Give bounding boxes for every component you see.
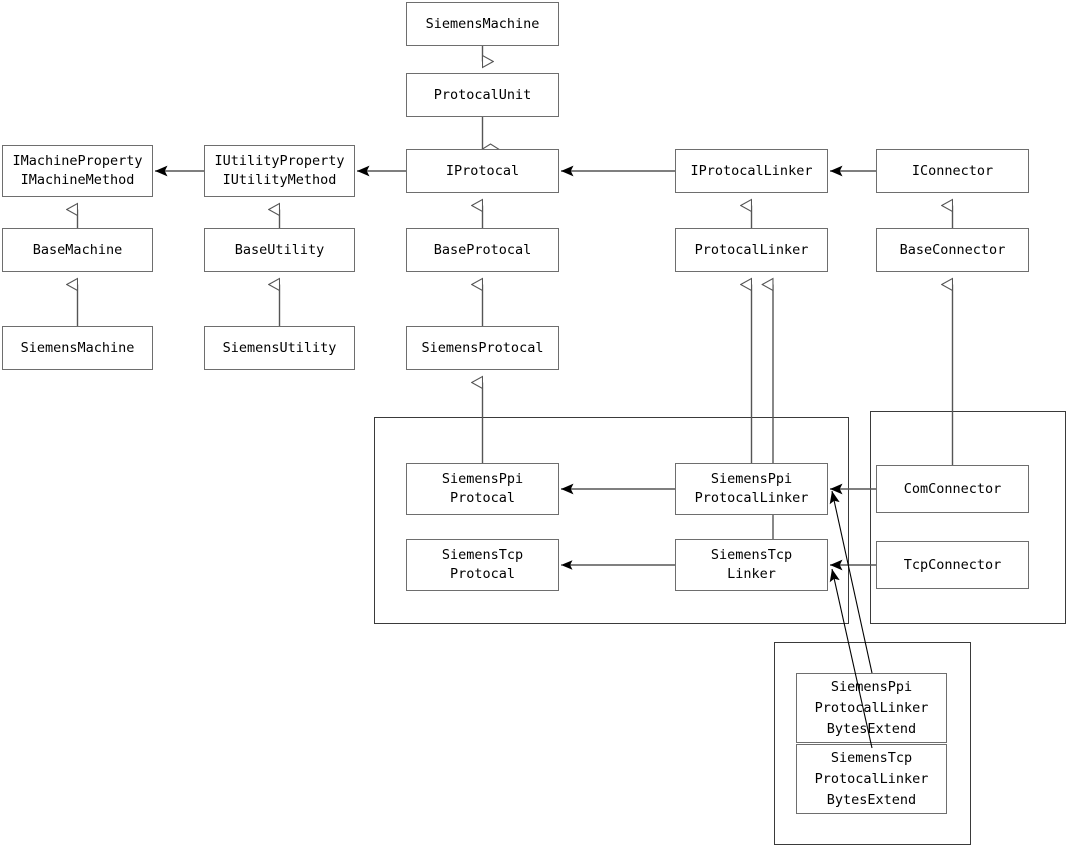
node-siemensppiprotocallinker[interactable]: SiemensPpi ProtocalLinker <box>675 463 828 515</box>
node-baseconnector[interactable]: BaseConnector <box>876 228 1029 272</box>
node-imachine-interface[interactable]: IMachineProperty IMachineMethod <box>2 145 153 197</box>
node-siemenstcp-bytesextend[interactable]: SiemensTcp ProtocalLinker BytesExtend <box>796 744 947 814</box>
node-iprotocallinker-interface[interactable]: IProtocalLinker <box>675 149 828 193</box>
node-siemensutility[interactable]: SiemensUtility <box>204 326 355 370</box>
node-siemensmachine-top[interactable]: SiemensMachine <box>406 2 559 46</box>
node-protocallinker[interactable]: ProtocalLinker <box>675 228 828 272</box>
node-siemensprotocal[interactable]: SiemensProtocal <box>406 326 559 370</box>
group-connector-implementations <box>870 411 1066 624</box>
group-protocal-implementations <box>374 417 849 624</box>
node-tcpconnector[interactable]: TcpConnector <box>876 541 1029 589</box>
node-comconnector[interactable]: ComConnector <box>876 465 1029 513</box>
node-baseutility[interactable]: BaseUtility <box>204 228 355 272</box>
node-siemenstcplinker[interactable]: SiemensTcp Linker <box>675 539 828 591</box>
node-baseprotocal[interactable]: BaseProtocal <box>406 228 559 272</box>
node-iprotocal-interface[interactable]: IProtocal <box>406 149 559 193</box>
node-iutility-interface[interactable]: IUtilityProperty IUtilityMethod <box>204 145 355 197</box>
node-siemensppi-bytesextend[interactable]: SiemensPpi ProtocalLinker BytesExtend <box>796 673 947 743</box>
node-protocalunit[interactable]: ProtocalUnit <box>406 73 559 117</box>
node-basemachine[interactable]: BaseMachine <box>2 228 153 272</box>
node-siemensmachine[interactable]: SiemensMachine <box>2 326 153 370</box>
node-siemensppiprotocal[interactable]: SiemensPpi Protocal <box>406 463 559 515</box>
node-iconnector-interface[interactable]: IConnector <box>876 149 1029 193</box>
node-siemenstcpprotocal[interactable]: SiemensTcp Protocal <box>406 539 559 591</box>
